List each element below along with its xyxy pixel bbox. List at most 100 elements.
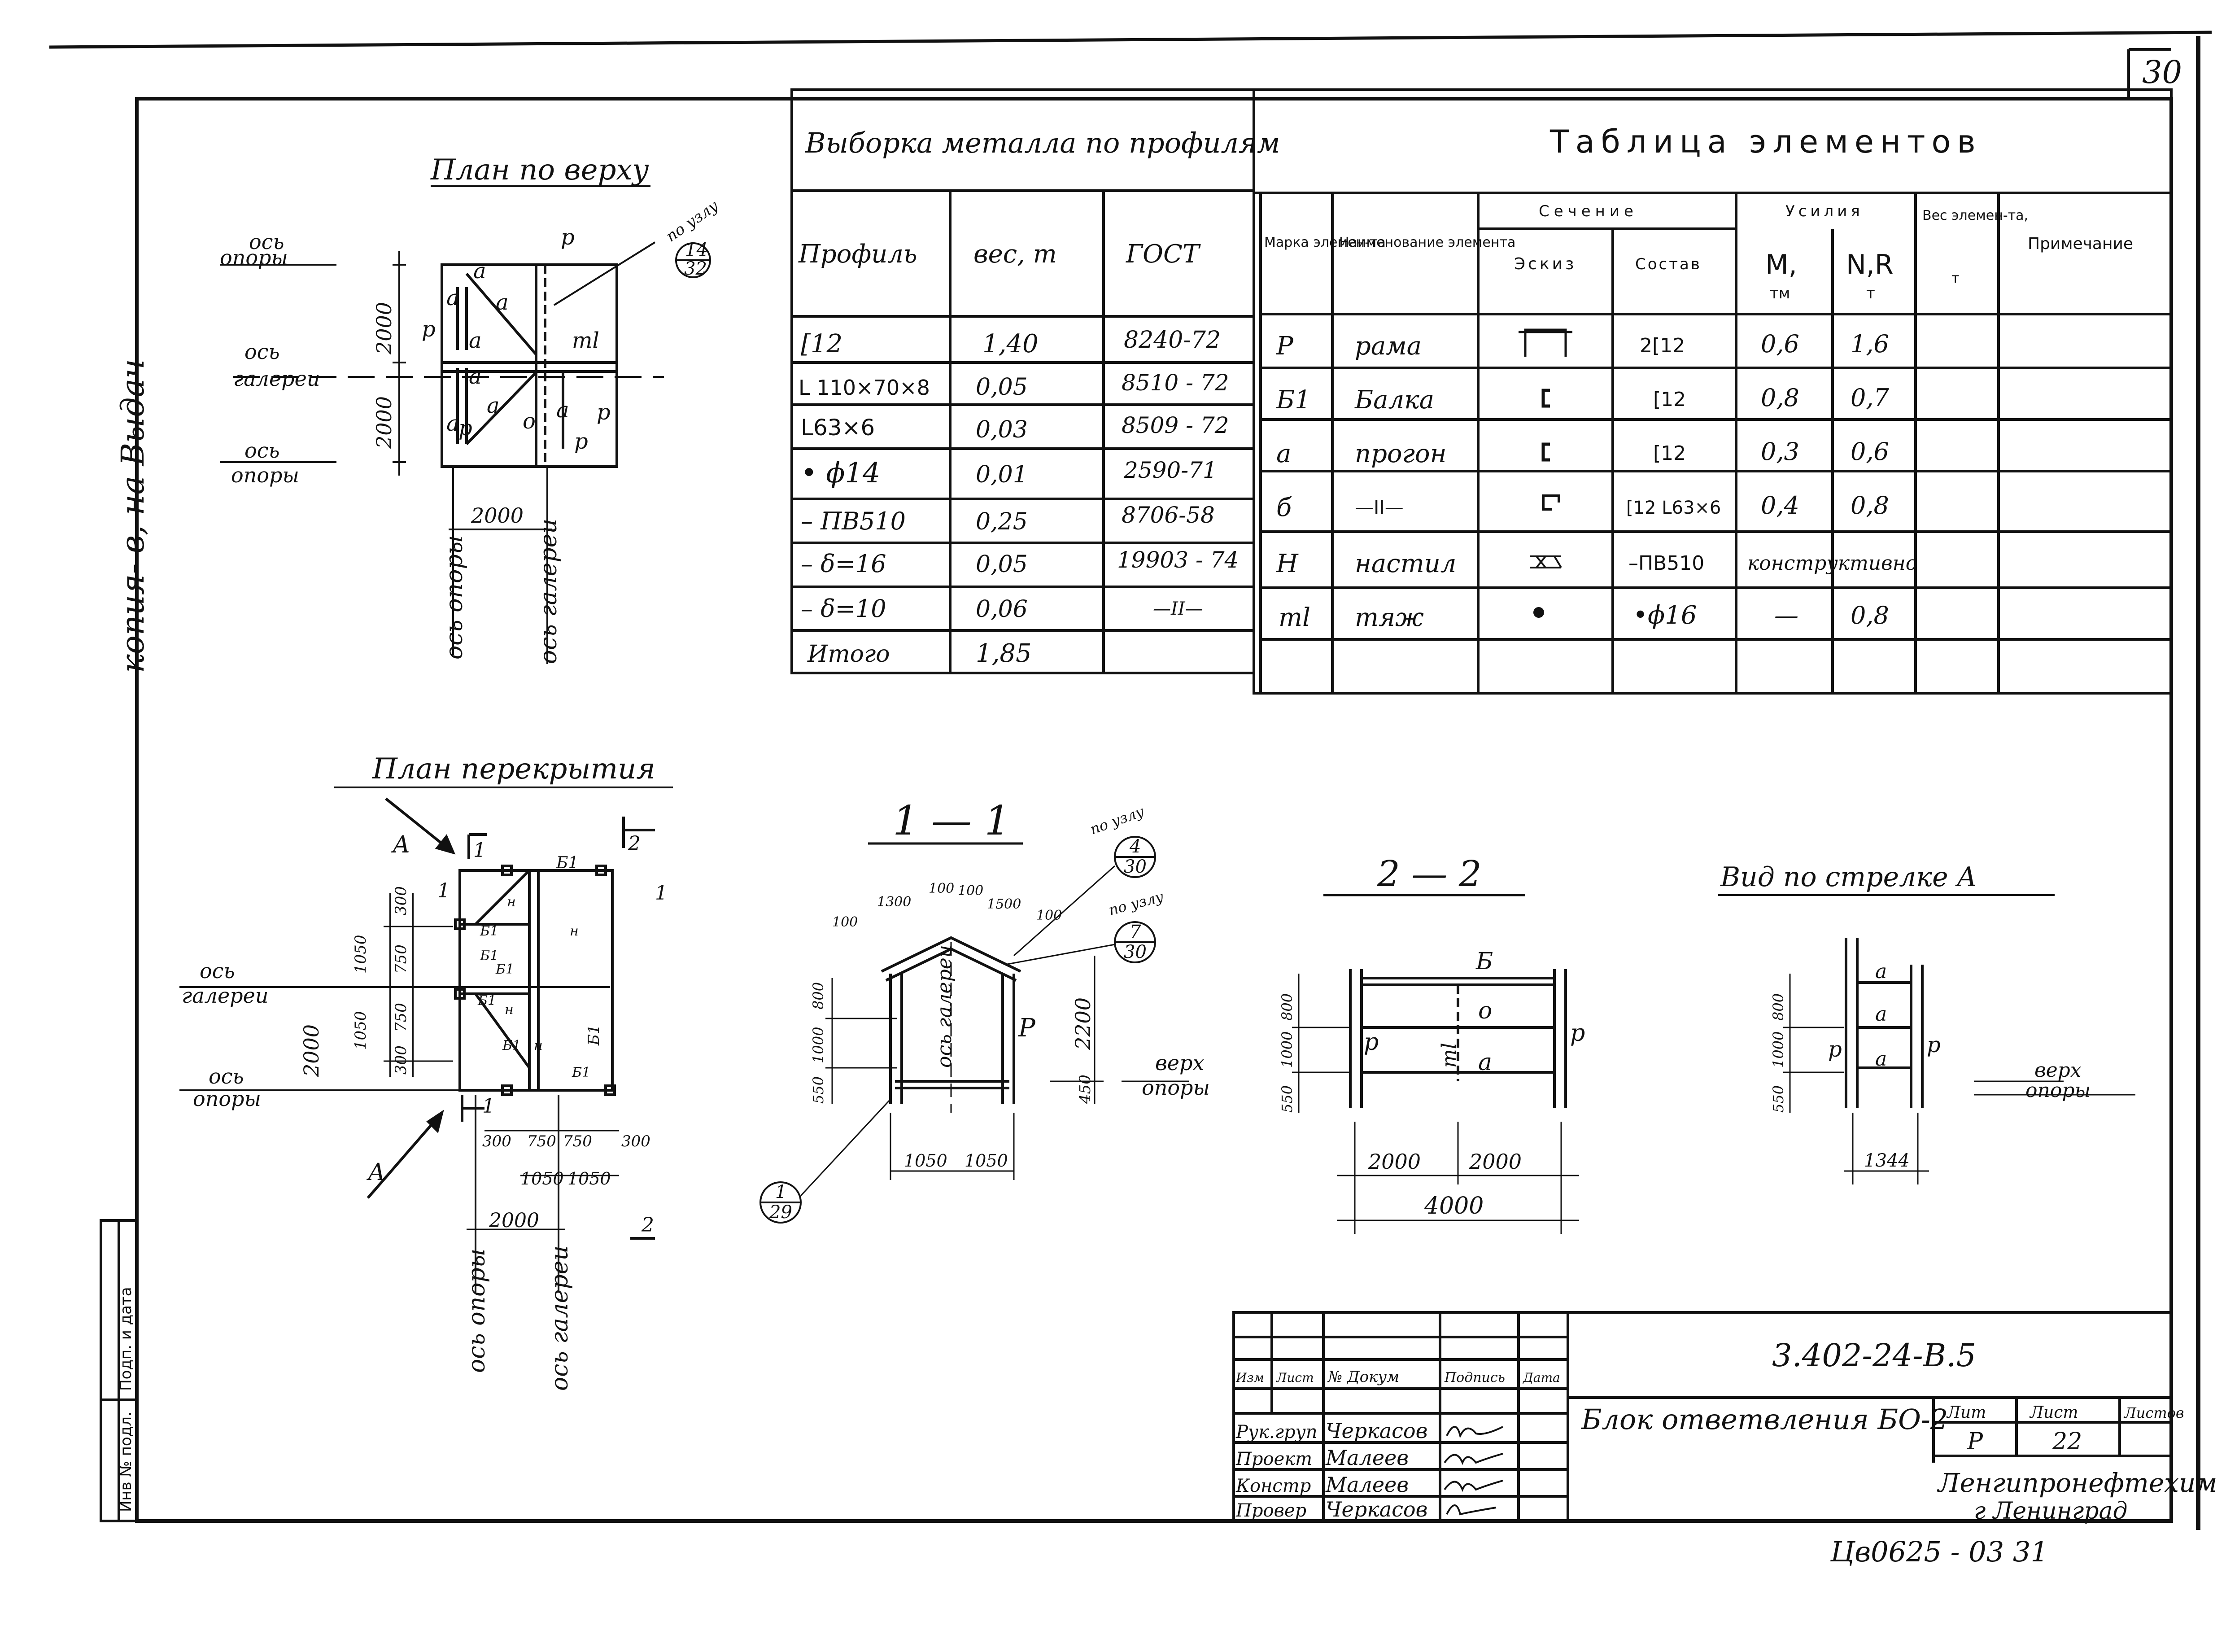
element-3-comp: [12 [1653, 442, 1686, 465]
plan-floor-dim-left-5: 750 [392, 1003, 410, 1032]
element-2-comp: [12 [1653, 388, 1686, 411]
section-2-2-left-dim-3: 800 [1279, 993, 1296, 1021]
tb-sheet-header: Лист [2029, 1403, 2078, 1422]
plan-top-mark-7: а [487, 393, 500, 418]
view-a-title: Вид по стрелке А [1720, 861, 1977, 893]
plan-top-mark-11: р [574, 429, 588, 454]
elements-header-weight: Вес элемен-та, [1922, 208, 2028, 223]
plan-top-dim-2000-a: 2000 [372, 302, 396, 355]
plan-floor-section-2b: 2 [641, 1214, 654, 1237]
plan-top-mark-p: р [561, 225, 575, 250]
plan-floor-dim-left-1: 300 [392, 886, 410, 915]
plan-floor-dim-left-4: 1050 [352, 1011, 370, 1050]
plan-top-dim-2000-b: 2000 [372, 396, 396, 449]
section-1-1-node2-bottom: 30 [1124, 942, 1147, 962]
metal-row-2-gost: 8510 - 72 [1122, 370, 1229, 396]
view-a-mark-a1: а [1875, 960, 1887, 983]
section-1-1-top-dim-6: 100 [1036, 908, 1062, 923]
element-5-name: настил [1355, 549, 1456, 578]
metal-row-5-weight: 0,25 [976, 508, 1028, 535]
plan-floor-axis-gallery-2: галереи [182, 983, 268, 1008]
elements-header-note: Примечание [2028, 235, 2133, 253]
sketch-frame-icon [1519, 328, 1572, 357]
plan-floor-mark-9: Б1 [502, 1038, 521, 1053]
element-4-n: 0,8 [1851, 491, 1889, 520]
plan-floor-dim-left-3: 750 [392, 944, 410, 974]
tb-sheet: 22 [2052, 1428, 2082, 1455]
tb-role-2: Проект [1235, 1449, 1312, 1469]
section-1-1-bottom-dim-1: 1050 [904, 1151, 947, 1171]
plan-top-mark-2: а [473, 258, 486, 284]
plan-top-mark-6: а [469, 364, 482, 389]
plan-floor-dim-bottom-1: 300 [482, 1132, 511, 1150]
tb-name-3: Малеев [1325, 1473, 1409, 1497]
plan-floor-dim-bottom-4: 300 [621, 1132, 650, 1150]
plan-floor-mark-3: Б1 [480, 923, 498, 939]
plan-top-axis-support-top-2: опоры [220, 245, 288, 270]
element-6-n: 0,8 [1851, 601, 1889, 629]
metal-row-4-gost: 2590-71 [1123, 457, 1217, 483]
plan-floor-section-1a: 1 [473, 839, 486, 862]
plan-floor-arrow-a-bottom: А [366, 1159, 385, 1186]
view-a-support-1: верх [2034, 1059, 2082, 1082]
metal-row-7-profile: – δ=10 [801, 594, 886, 623]
element-2-mark: Б1 [1276, 385, 1311, 415]
element-2-n: 0,7 [1851, 384, 1890, 412]
view-a-mark-a3: а [1875, 1048, 1887, 1071]
plan-floor-mark-6: Б1 [495, 961, 514, 977]
metal-row-7-gost: —II— [1153, 599, 1203, 619]
metal-row-2-profile: L 110×70×8 [799, 376, 930, 400]
plan-top-mark-13: р [458, 415, 472, 441]
tb-organization: Ленгипронефтехим [1937, 1468, 2217, 1498]
section-2-2-drawing [1292, 894, 1579, 1234]
tb-signatures [1444, 1426, 1503, 1516]
tb-name-2: Малеев [1325, 1446, 1409, 1470]
element-5-mark: Н [1276, 549, 1299, 578]
plan-top-axis-gallery-1: ось [244, 340, 280, 364]
plan-floor-mark-10: н [534, 1038, 543, 1053]
plan-floor-mark-5: Б1 [480, 948, 498, 964]
plan-floor-axis-v1: ось опоры [463, 1249, 490, 1373]
section-1-1-left-dim-3: 800 [810, 982, 827, 1010]
side-note: копия- в, на Выдач [114, 359, 151, 673]
section-1-1-node1-label: по узлу [1088, 803, 1147, 838]
plan-floor-mark-7: Б1 [477, 993, 496, 1009]
element-5-m: конструктивно [1747, 552, 1917, 575]
element-3-n: 0,6 [1851, 437, 1889, 466]
sketch-grating-icon [1530, 555, 1562, 568]
view-a-mark-p-left: р [1828, 1037, 1842, 1062]
elements-table-title: Таблица элементов [1549, 123, 1982, 160]
plan-floor-dim-bottom-2: 750 [527, 1132, 556, 1150]
tb-name-1: Черкасов [1326, 1419, 1427, 1443]
tb-col-sign: Подпись [1444, 1370, 1505, 1385]
elements-header-sketch: Эскиз [1514, 255, 1576, 273]
plan-top-mark-9: р [597, 400, 611, 425]
tb-col-date: Дата [1522, 1370, 1560, 1385]
sketch-channel-icon [1541, 389, 1550, 408]
elements-header-forces: Усилия [1785, 202, 1864, 220]
metal-row-6-gost: 19903 - 74 [1117, 547, 1239, 573]
metal-row-2-weight: 0,05 [976, 374, 1028, 401]
element-4-m: 0,4 [1761, 491, 1799, 520]
view-a-left-dim-3: 800 [1770, 993, 1787, 1021]
plan-top-mark-tie: тl [572, 328, 599, 353]
section-2-2-title: 2 — 2 [1377, 853, 1482, 895]
plan-floor-drawing [179, 787, 673, 1292]
plan-floor-mark-1: Б1 [556, 854, 578, 872]
plan-top-mark-4: а [496, 290, 509, 315]
section-2-2-mark-b: Б [1475, 948, 1493, 975]
sheet-frame [135, 97, 2173, 1523]
metal-row-1-profile: [12 [801, 329, 842, 358]
section-2-2-mark-o: о [1478, 997, 1492, 1024]
section-2-2-mark-p-right: р [1570, 1020, 1585, 1047]
doc-code: 3.402-24-В.5 [1772, 1337, 1976, 1374]
plan-floor-title: План перекрытия [372, 752, 655, 786]
elements-header-weight-unit: т [1951, 271, 1959, 286]
section-1-1-node2-top: 7 [1130, 922, 1141, 942]
plan-top-axis-support-bottom-2: опоры [231, 463, 299, 487]
metal-row-3-gost: 8509 - 72 [1122, 412, 1229, 438]
section-1-1-support-2: опоры [1142, 1075, 1210, 1100]
metal-table-title: Выборка металла по профилям [805, 127, 1280, 159]
element-2-m: 0,8 [1761, 384, 1799, 412]
element-1-n: 1,6 [1851, 330, 1889, 358]
